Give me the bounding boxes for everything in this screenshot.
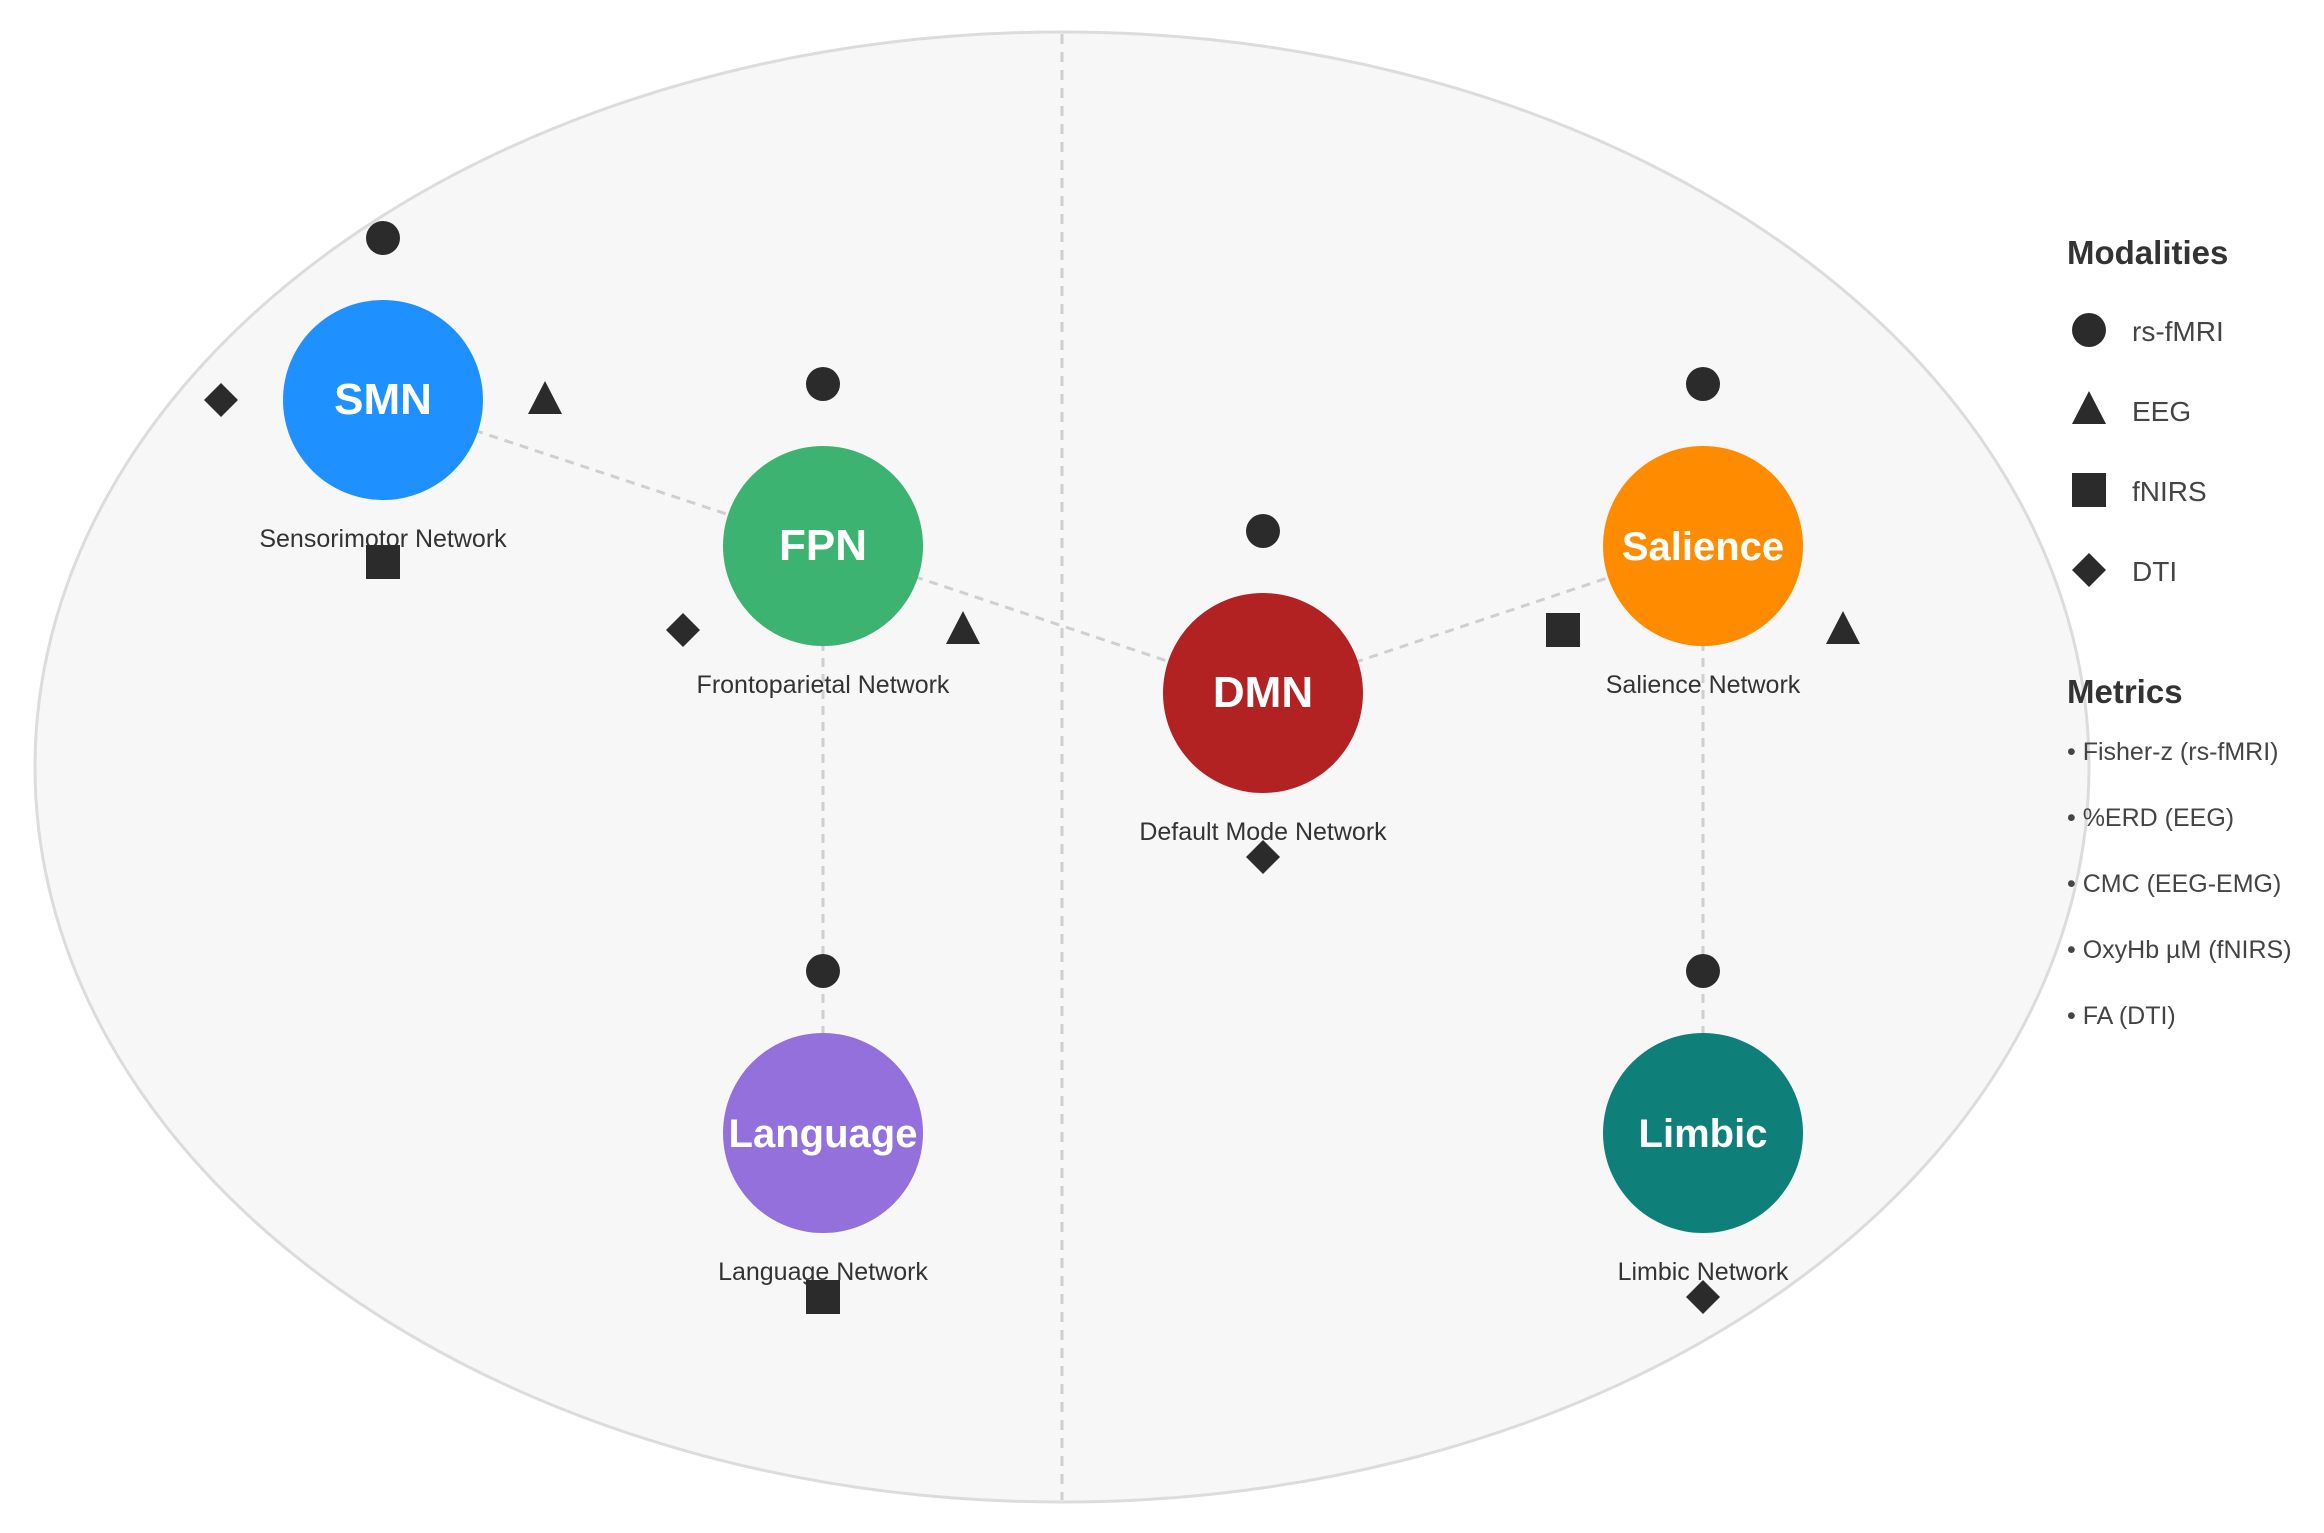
legend-metric-4: • FA (DTI) <box>2067 1002 2176 1030</box>
limbic-diamond-marker-icon <box>1686 1280 1720 1314</box>
node-language-label: Language <box>729 1112 918 1156</box>
legend-modality-2: fNIRS <box>2132 476 2207 507</box>
limbic-circle-marker-icon <box>1686 954 1720 988</box>
node-smn-label: SMN <box>334 375 432 424</box>
language-circle-marker-icon <box>806 954 840 988</box>
node-dmn-label: DMN <box>1213 668 1313 717</box>
legend-circle-icon <box>2072 313 2106 347</box>
legend-metrics-title: Metrics <box>2067 673 2183 710</box>
node-limbic-circle <box>1603 1033 1803 1233</box>
fpn-triangle-marker-icon <box>946 611 980 644</box>
legend-modalities-title: Modalities <box>2067 234 2228 271</box>
node-fpn-circle <box>723 446 923 646</box>
node-language-circle <box>723 1033 923 1233</box>
fpn-diamond-marker-icon <box>666 613 700 647</box>
legend-square-icon <box>2072 473 2106 507</box>
node-fpn-label: FPN <box>779 521 867 570</box>
legend-modality-1: EEG <box>2132 396 2191 427</box>
legend-triangle-icon <box>2072 391 2106 424</box>
dmn-diamond-marker-icon <box>1246 840 1280 874</box>
node-limbic-label: Limbic <box>1639 1112 1768 1156</box>
node-salience-caption: Salience Network <box>1606 671 1801 699</box>
salience-triangle-marker-icon <box>1826 611 1860 644</box>
legend-metric-1: • %ERD (EEG) <box>2067 804 2234 832</box>
smn-triangle-marker-icon <box>528 381 562 414</box>
legend-modality-0: rs-fMRI <box>2132 316 2224 347</box>
salience-circle-marker-icon <box>1686 367 1720 401</box>
node-smn-circle <box>283 300 483 500</box>
legend-metric-2: • CMC (EEG-EMG) <box>2067 870 2281 898</box>
node-salience-circle <box>1603 446 1803 646</box>
node-dmn-circle <box>1163 593 1363 793</box>
node-fpn-caption: Frontoparietal Network <box>697 671 950 699</box>
fpn-circle-marker-icon <box>806 367 840 401</box>
salience-square-marker-icon <box>1546 613 1580 647</box>
dmn-circle-marker-icon <box>1246 514 1280 548</box>
legend-diamond-icon <box>2072 553 2106 587</box>
smn-square-marker-icon <box>366 545 400 579</box>
legend-metric-3: • OxyHb µM (fNIRS) <box>2067 936 2292 964</box>
legend: Modalities rs-fMRI EEG fNIRS DTI Metrics • Fis… <box>2067 234 2292 1030</box>
node-fpn: FPN Frontoparietal Network <box>666 367 980 699</box>
legend-metric-0: • Fisher-z (rs-fMRI) <box>2067 738 2279 766</box>
node-salience-label: Salience <box>1622 525 1784 569</box>
smn-diamond-marker-icon <box>204 383 238 417</box>
smn-circle-marker-icon <box>366 221 400 255</box>
legend-modality-3: DTI <box>2132 556 2177 587</box>
language-square-marker-icon <box>806 1280 840 1314</box>
